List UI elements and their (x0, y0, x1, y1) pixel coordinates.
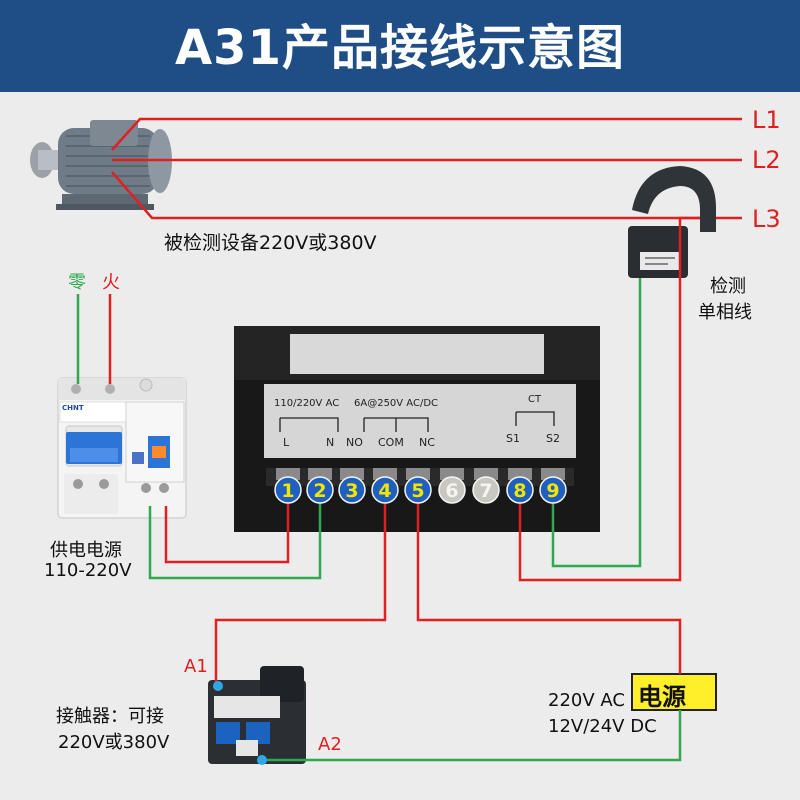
terminal-number: 5 (411, 480, 424, 502)
terminal-plate (440, 468, 464, 480)
equipment-label: 被检测设备220V或380V (164, 232, 377, 254)
meter-power-spec: 110/220V AC (274, 398, 340, 409)
contactor-label-line2: 220V或380V (58, 732, 170, 753)
terminal-number: 9 (546, 480, 559, 502)
l3-label: L3 (752, 205, 781, 233)
wire-t5-power (416, 498, 682, 674)
terminal-plate (276, 468, 300, 480)
terminal-plate (373, 468, 397, 480)
terminal-plate (406, 468, 430, 480)
live-label: 火 (102, 272, 120, 293)
meter-label-S1: S1 (506, 432, 520, 445)
terminal-screw (539, 476, 567, 504)
wire-t4-a1 (214, 498, 387, 682)
terminal-screw (404, 476, 432, 504)
terminal-plate (541, 468, 565, 480)
power-badge: 电源 (638, 683, 686, 711)
wire-t2-breaker (148, 498, 322, 580)
terminal-number: 7 (479, 480, 492, 502)
terminal-number: 2 (313, 480, 326, 502)
meter-label-N: N (326, 436, 335, 449)
ct-sensor (628, 166, 716, 278)
meter-ct-label: CT (528, 394, 542, 405)
a2-terminal (257, 755, 267, 765)
l1-wire (111, 117, 742, 151)
terminal-screw (438, 476, 466, 504)
meter-label-NO: NO (346, 436, 363, 449)
motor-illustration (30, 120, 172, 210)
supply-label-line1: 供电电源 (50, 540, 122, 561)
a1-terminal (213, 681, 223, 691)
l3-wire (111, 171, 742, 220)
terminal-number: 4 (378, 480, 391, 502)
terminal-number: 1 (281, 480, 294, 502)
detect-label-line2: 单相线 (698, 302, 752, 323)
terminal-plate (340, 468, 364, 480)
power-badge-box (631, 673, 717, 711)
power-spec-ac: 220V AC (548, 690, 625, 711)
wire-power-a2 (262, 710, 682, 762)
terminal-plate (308, 468, 332, 480)
meter-relay-spec: 6A@250V AC/DC (354, 398, 439, 409)
terminal-plate (508, 468, 532, 480)
power-spec-dc: 12V/24V DC (548, 716, 657, 737)
supply-label-line2: 110-220V (44, 560, 132, 581)
meter-label-COM: COM (378, 436, 404, 449)
terminal-number: 3 (345, 480, 358, 502)
terminal-screw (338, 476, 366, 504)
meter-label-S2: S2 (546, 432, 560, 445)
terminal-plate (474, 468, 498, 480)
wire-t9-ct (551, 278, 642, 568)
terminal-screw (274, 476, 302, 504)
meter-label-NC: NC (419, 436, 435, 449)
neutral-label: 零 (68, 272, 86, 293)
terminal-screw (306, 476, 334, 504)
contactor (208, 666, 306, 764)
title-bar: A31产品接线示意图 (0, 0, 800, 92)
wire-t1-breaker (164, 498, 290, 564)
page-title: A31产品接线示意图 (175, 20, 625, 76)
terminal-number: 6 (445, 480, 458, 502)
a2-label: A2 (318, 734, 342, 755)
detect-label-line1: 检测 (710, 276, 746, 297)
contactor-label-line1: 接触器：可接 (56, 706, 164, 727)
l2-label: L2 (752, 146, 781, 174)
l1-label: L1 (752, 106, 781, 134)
terminal-number: 8 (513, 480, 526, 502)
circuit-breaker: CHNT (57, 377, 187, 519)
terminal-screw (472, 476, 500, 504)
meter-label-L: L (283, 436, 290, 449)
wire-t8-l3 (518, 216, 700, 582)
terminal-screw (506, 476, 534, 504)
breaker-brand-text: CHNT (62, 404, 84, 412)
a1-label: A1 (184, 656, 208, 677)
terminal-screw (371, 476, 399, 504)
